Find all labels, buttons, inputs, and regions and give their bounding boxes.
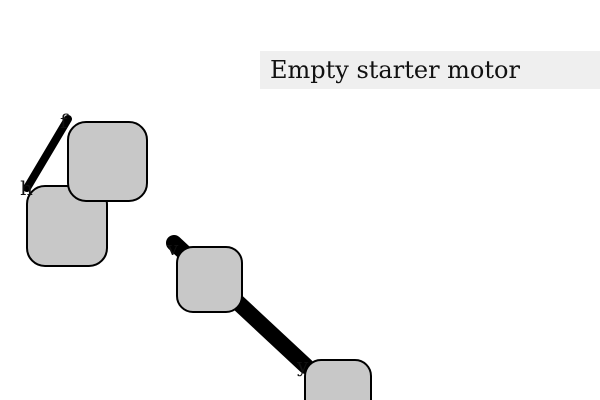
component-block-center[interactable]	[176, 246, 243, 313]
component-block-bottom[interactable]	[304, 359, 372, 400]
component-block-lower-left[interactable]	[26, 185, 108, 267]
level-title: Empty starter motor	[260, 51, 600, 89]
pin-label-y: y	[296, 353, 309, 377]
wire-f-to-h[interactable]	[23, 115, 72, 192]
pin-label-f: f	[60, 109, 69, 133]
pin-label-v: v	[166, 236, 179, 260]
component-block-upper-left[interactable]	[67, 121, 148, 202]
pin-label-h: h	[20, 176, 33, 200]
